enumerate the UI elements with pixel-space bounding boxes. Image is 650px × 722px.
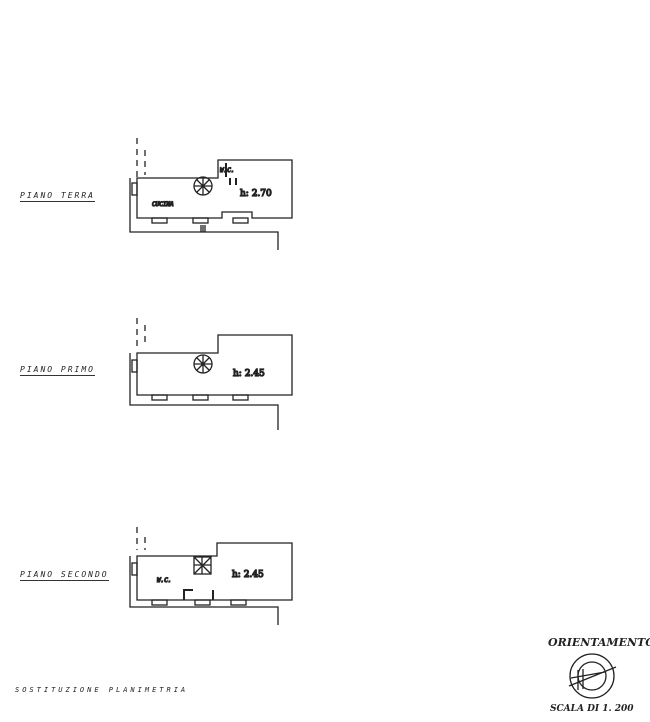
height-label-second: h: 2.45	[232, 570, 264, 580]
orientation-title: ORIENTAMENTO	[548, 636, 650, 649]
scale-label: SCALA DI 1. 200	[550, 704, 634, 714]
floor-label-second: PIANO SECONDO	[20, 570, 109, 581]
footer-note: SOSTITUZIONE PLANIMETRIA	[15, 686, 189, 694]
orientation-compass-icon	[568, 653, 617, 699]
height-label-ground: h: 2.70	[240, 189, 272, 199]
room-label-kitchen: CUCINA	[152, 201, 174, 208]
wc-label-ground: W.C.	[220, 167, 234, 174]
height-label-first: h: 2.45	[233, 369, 265, 379]
floor-label-ground: PIANO TERRA	[20, 191, 95, 202]
wc-label-second: W.C.	[157, 577, 171, 584]
floor-label-first: PIANO PRIMO	[20, 365, 95, 376]
plan-ground-floor	[129, 138, 293, 250]
plan-first-floor	[129, 318, 293, 430]
plan-second-floor	[129, 527, 293, 625]
